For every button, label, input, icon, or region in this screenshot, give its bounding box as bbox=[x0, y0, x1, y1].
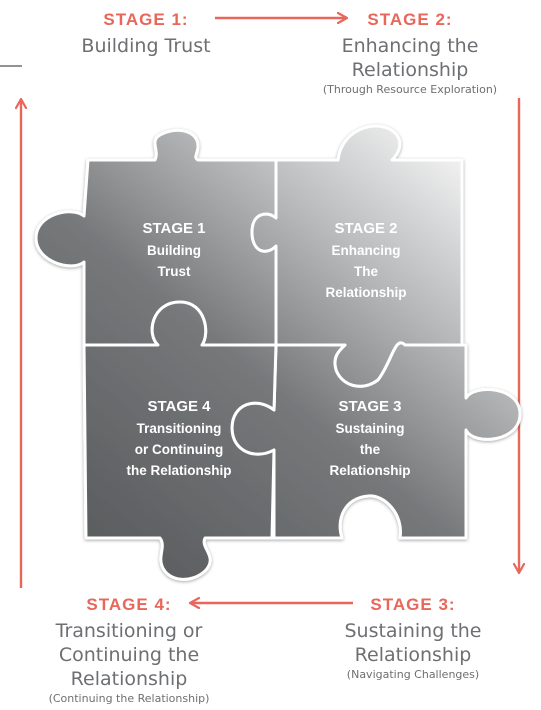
stage3-name-line: Relationship bbox=[355, 644, 472, 666]
piece1-line: Building bbox=[147, 243, 201, 258]
stage4-name-line: Transitioning or bbox=[55, 620, 203, 642]
piece2-line: Enhancing bbox=[331, 243, 400, 258]
piece2-label: STAGE 2 Enhancing The Relationship bbox=[325, 220, 406, 300]
stage3-name-line: Sustaining the bbox=[344, 620, 481, 642]
piece4-title: STAGE 4 bbox=[147, 398, 211, 415]
piece3-title: STAGE 3 bbox=[338, 398, 401, 415]
piece3-line: the bbox=[360, 442, 381, 457]
stage4-heading: STAGE 4: bbox=[86, 595, 171, 614]
stage1-caption: STAGE 1: Building Trust bbox=[81, 10, 210, 57]
piece4-line: the Relationship bbox=[126, 463, 231, 478]
stage2-name-line: Relationship bbox=[352, 59, 469, 81]
puzzle-graphic bbox=[34, 124, 522, 581]
piece1-line: Trust bbox=[157, 264, 191, 279]
stage4-caption: STAGE 4: Transitioning or Continuing the… bbox=[49, 595, 210, 705]
piece4-label: STAGE 4 Transitioning or Continuing the … bbox=[126, 398, 231, 478]
piece4-line: Transitioning bbox=[137, 421, 222, 436]
stage2-subtitle: (Through Resource Exploration) bbox=[323, 83, 497, 96]
stage4-name-line: Relationship bbox=[71, 668, 188, 690]
piece2-title: STAGE 2 bbox=[334, 220, 397, 237]
piece3-line: Sustaining bbox=[335, 421, 404, 436]
piece3-line: Relationship bbox=[329, 463, 410, 478]
stage2-caption: STAGE 2: Enhancing the Relationship (Thr… bbox=[323, 10, 497, 96]
stage4-name-line: Continuing the bbox=[59, 644, 199, 666]
stage2-name-line: Enhancing the bbox=[342, 35, 479, 57]
stage1-name: Building Trust bbox=[81, 35, 210, 57]
puzzle-piece-stage4 bbox=[82, 300, 278, 581]
stage3-caption: STAGE 3: Sustaining the Relationship (Na… bbox=[344, 595, 481, 681]
stage2-heading: STAGE 2: bbox=[367, 10, 452, 29]
stage3-heading: STAGE 3: bbox=[370, 595, 455, 614]
stage4-subtitle: (Continuing the Relationship) bbox=[49, 692, 210, 705]
piece1-title: STAGE 1 bbox=[142, 220, 205, 237]
stage3-subtitle: (Navigating Challenges) bbox=[347, 668, 479, 681]
piece3-label: STAGE 3 Sustaining the Relationship bbox=[329, 398, 410, 478]
stage1-heading: STAGE 1: bbox=[103, 10, 188, 29]
piece2-line: The bbox=[354, 264, 378, 279]
piece2-line: Relationship bbox=[325, 285, 406, 300]
piece1-label: STAGE 1 Building Trust bbox=[142, 220, 205, 279]
piece4-line: or Continuing bbox=[135, 442, 223, 457]
